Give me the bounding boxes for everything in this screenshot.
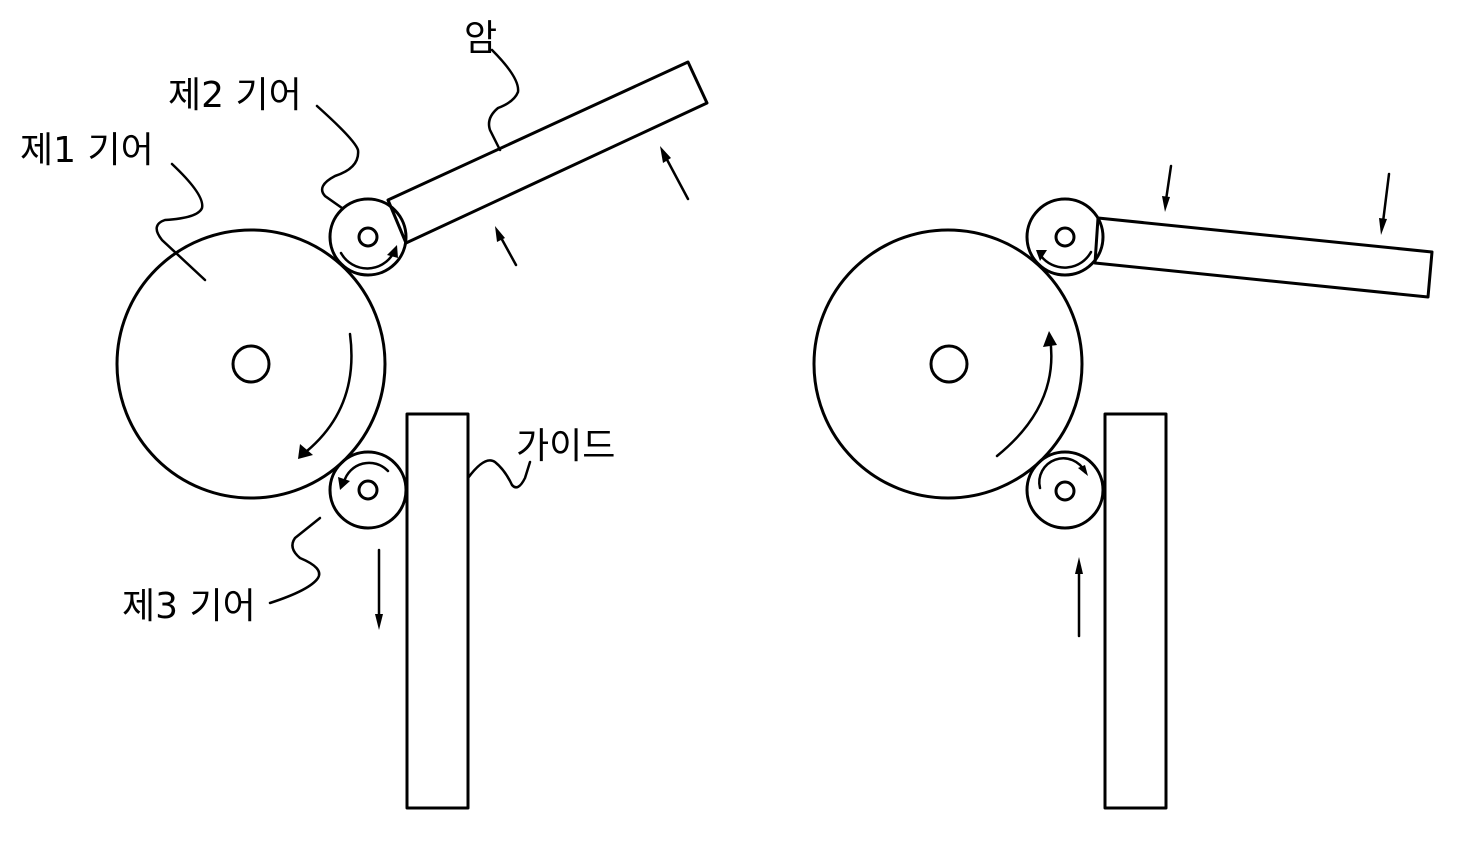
arm-up-arrow-icon [495, 226, 518, 267]
first-gear-left [115, 228, 387, 500]
third-gear-left [328, 450, 408, 530]
leader-line-arm [487, 48, 520, 152]
guide-right [1103, 412, 1168, 810]
label-guide: 가이드 [516, 426, 615, 467]
rotation-arrow-clockwise-icon [339, 250, 396, 270]
second-gear-left [328, 197, 408, 277]
second-gear-right [1025, 197, 1105, 277]
leader-line-second-gear [315, 104, 360, 210]
label-arm: 암 [464, 18, 497, 59]
guide-left [405, 412, 470, 810]
arm-down-arrow-icon [1162, 164, 1173, 212]
leader-line-guide [466, 459, 532, 489]
rotation-arrow-counterclockwise-icon [342, 461, 390, 484]
leader-line-third-gear [268, 516, 322, 605]
rotation-arrow-clockwise-icon [300, 332, 353, 457]
right-state-figure [812, 164, 1434, 810]
arm-down-arrow-icon [1379, 172, 1391, 235]
arm-up-arrow-icon [660, 146, 690, 201]
left-state-figure: 제1 기어 제2 기어 암 가이드 제3 기어 [20, 18, 709, 810]
rotation-arrow-clockwise-icon [1038, 457, 1087, 490]
arm-right [1093, 216, 1434, 299]
third-gear-right [1025, 450, 1105, 530]
rotation-arrow-counterclockwise-icon [1039, 250, 1093, 269]
first-gear-right [812, 228, 1084, 500]
guide-up-arrow-icon [1075, 557, 1083, 638]
label-third-gear: 제3 기어 [122, 586, 256, 627]
label-second-gear: 제2 기어 [168, 75, 302, 116]
arm-left [386, 60, 709, 245]
guide-down-arrow-icon [375, 548, 383, 630]
leader-line-first-gear [155, 162, 207, 282]
rotation-arrow-counterclockwise-icon [995, 336, 1053, 458]
label-first-gear: 제1 기어 [20, 130, 154, 171]
